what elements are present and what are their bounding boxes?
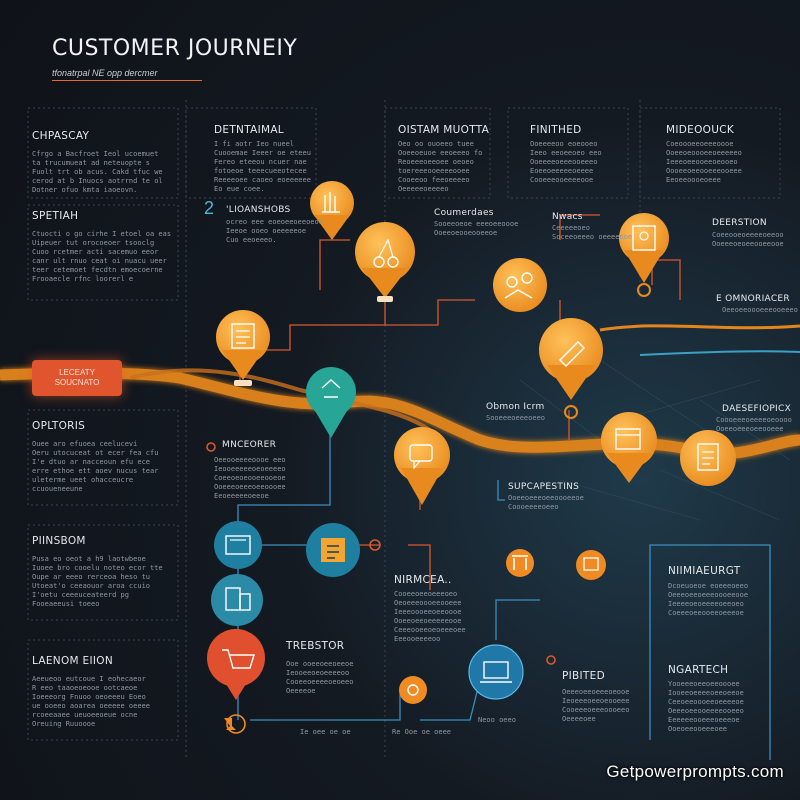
callout-6-title: Obmon Icrm: [486, 402, 545, 412]
marker-window-icon[interactable]: [601, 412, 657, 483]
callout-9-text: Ooeeoeeeoeeoooeeoe Coooeeeeoeeo: [508, 494, 584, 511]
legacy-badge[interactable]: LECEATY SOUCNATO: [32, 360, 122, 396]
top-section-2-title: OISTAM MUOTTA: [398, 124, 490, 136]
left-section-2-text: Ctuocti o go cirhe I etoel oa eas Uipeue…: [32, 230, 172, 283]
tiny-caption-3: Neoo oeeo: [478, 716, 516, 724]
bottom-section-1-title: NIRMCEA..: [394, 574, 452, 586]
bottom-section-4-text: Dcoeuoeoe eoeeeoeeo Oeeeoeeoeeeoooeeooe …: [668, 582, 749, 617]
journey-road-upper: [129, 368, 432, 432]
callout-6-text: Sooeeeoeeeoeeo: [486, 414, 546, 422]
bottom-section-1-text: Cooeeoeeoeeeoeo Oeoeeeoooeeooeee Ieeeooo…: [394, 590, 466, 643]
marker-gear-icon[interactable]: [399, 676, 427, 704]
callout-1-title: 'LIOANSHOBS: [226, 205, 291, 215]
marker-trophy-icon[interactable]: [224, 714, 246, 734]
callout-5-title: E OMNORIACER: [716, 294, 790, 304]
tiny-caption-2: Re Ooe oe oeee: [392, 728, 452, 736]
marker-document-icon[interactable]: [680, 430, 736, 486]
callout-2-text: Sooeeoeoe eeeoeeoooe Ooeeoeooeooeeoe: [434, 220, 519, 237]
small-nodes: [206, 442, 556, 665]
page-title: CUSTOMER JOURNEIY: [52, 36, 298, 61]
left-section-3-title: OPLTORIS: [32, 420, 86, 432]
top-section-3-title: FINITHED: [530, 124, 582, 136]
callout-9-title: SUPCAPESTINS: [508, 482, 580, 492]
bottom-section-2-text: Ooe ooeeoeeoeeoe Ieooeeoeoeeeeoo Cooeeoe…: [286, 660, 354, 695]
left-section-2-title: SPETIAH: [32, 210, 79, 222]
marker-folder-icon[interactable]: [576, 550, 606, 580]
top-section-4-text: Coeoooeeoeeeoooe Ooeeoeoooeeoeeeeeo Ieee…: [666, 140, 742, 184]
step-number: 2: [204, 198, 215, 218]
bottom-section-2-title: TREBSTOR: [286, 640, 345, 652]
blue-branch: [639, 350, 800, 356]
marker-laptop-icon[interactable]: [468, 644, 524, 700]
page-subtitle: tfonatrpal NE opp dercmer: [52, 68, 158, 78]
bottom-section-3-title: PIBITED: [562, 670, 605, 682]
title-underline: [52, 80, 202, 81]
marker-checklist-icon[interactable]: [216, 310, 270, 386]
callout-8-text: Oeeooeeeeoooe eeo Ieooeeeeeoeoeeeeo Coee…: [214, 456, 286, 500]
callout-2-title: Coumerdaes: [434, 208, 494, 218]
callout-8-title: MNCEORER: [222, 440, 277, 450]
bottom-section-3-text: Oeeeoeeoeeeoeooe Ieoeeeoeeoeooeee Cooeee…: [562, 688, 630, 723]
marker-chat-icon[interactable]: [394, 427, 450, 505]
callout-7-text: Coooeeeoeeeeoeoooo Ooeeoeeeoeeooeee: [716, 416, 792, 433]
top-section-2-text: Oeo oo ouoeeo tuee Ooeeoeuoe eeoeeeo fo …: [398, 140, 483, 193]
left-section-1-text: Cfrgo a Bacfroet Ieol ucoemuet ta trucum…: [32, 150, 163, 194]
marker-team-icon[interactable]: [493, 258, 547, 312]
callout-4-title: DEERSTION: [712, 218, 767, 228]
marker-shopping-cart-icon[interactable]: [207, 629, 265, 700]
left-section-5-text: Aeeueoo eutcoue I eohecaeor R eeo taaoeo…: [32, 675, 151, 728]
bottom-section-5-title: NGARTECH: [668, 664, 729, 676]
callout-3-text: Ceeeeeoeo Soceeoeeeo oeeeeooe: [552, 224, 633, 241]
top-section-1-title: DETNTAIMAL: [214, 124, 284, 136]
network-background: [519, 359, 791, 521]
marker-devices-icon[interactable]: [211, 574, 263, 626]
top-section-3-text: Ooeeeeoo eoeooeo Ieeo eeoeeoeo eeo Ooeee…: [530, 140, 602, 184]
top-section-1-text: I fi aotr Ieo nueel Cuooemae Ieeer oe et…: [214, 140, 311, 193]
blue-connector-lines: [237, 430, 771, 760]
left-section-1-title: CHPASCAY: [32, 130, 90, 142]
legacy-badge-line2: SOUCNATO: [54, 378, 100, 387]
callout-7-title: DAESEFIOPICX: [722, 404, 792, 414]
marker-user-edit-icon[interactable]: [214, 521, 262, 569]
callout-3-title: Nwacs: [552, 212, 583, 222]
left-section-4-text: Pusa eo oeot a h9 laotwbeoe Iuoee bro co…: [32, 555, 163, 608]
marker-workflow-icon[interactable]: [306, 523, 360, 577]
left-section-5-title: LAENOM EIION: [32, 655, 113, 667]
marker-hand-touch-icon[interactable]: [310, 181, 354, 240]
marker-cherries-icon[interactable]: [355, 222, 415, 302]
marker-award-icon[interactable]: [619, 213, 669, 297]
marker-pencil-icon[interactable]: [539, 318, 603, 419]
left-section-3-text: Ouee aro efuoea ceelucevi Oeru utocuceat…: [32, 440, 159, 493]
watermark: Getpowerprompts.com: [606, 762, 784, 781]
callout-1-text: ocreo eee eoeoeeoeeoeoe Ieeoe ooeo oeeee…: [226, 218, 323, 244]
marker-map-icon[interactable]: [306, 367, 356, 438]
callout-5-text: Oeeoeeoooeeeooeeeo: [722, 306, 798, 314]
bottom-section-4-title: NIIMIAEURGT: [668, 565, 741, 577]
legacy-badge-line1: LECEATY: [59, 368, 95, 377]
marker-people-icon[interactable]: [506, 549, 534, 577]
tiny-caption-1: Ie oee oe oe: [300, 728, 351, 736]
grid-frames: [27, 100, 781, 760]
top-section-4-title: MIDEOOUCK: [666, 124, 735, 136]
bottom-section-5-text: Yooeeeoeeoeeoooee Iooeeoeeeeoeeoeeoe Cee…: [668, 680, 744, 733]
left-section-4-title: PIINSBOM: [32, 535, 86, 547]
journey-markers: [207, 181, 736, 734]
callout-4-text: Coeeooeoeeeeoeeoo Ooeeeoeoeeooeeooe: [712, 231, 784, 248]
orange-branch: [599, 324, 800, 332]
